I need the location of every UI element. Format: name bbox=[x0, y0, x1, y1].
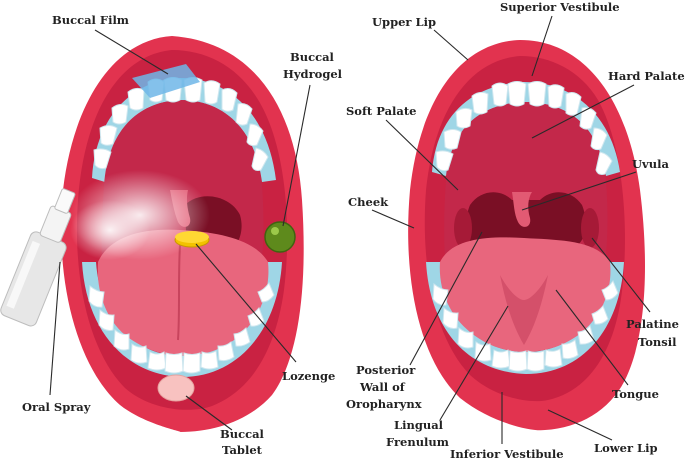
right-tonsil-right bbox=[581, 208, 599, 248]
label-posterior-wall-3: Oropharynx bbox=[346, 397, 422, 411]
right-upper-teeth bbox=[435, 81, 613, 175]
spray-mist-2 bbox=[70, 200, 150, 260]
label-posterior-wall-2: Wall of bbox=[359, 380, 406, 394]
left-mouth bbox=[0, 36, 304, 432]
leader-palatine-tonsil bbox=[591, 237, 651, 313]
leader-hard-palate bbox=[531, 84, 635, 139]
leader-buccal-film bbox=[94, 29, 169, 75]
label-palatine-tonsil-1: Palatine bbox=[626, 317, 679, 331]
label-lingual-frenulum-1: Lingual bbox=[394, 418, 444, 432]
right-tonsil-left bbox=[454, 208, 472, 248]
left-upper-teeth bbox=[93, 77, 269, 171]
left-lower-teeth bbox=[88, 281, 275, 374]
label-uvula: Uvula bbox=[632, 157, 669, 171]
buccal-tablet bbox=[157, 374, 195, 402]
leader-oral-spray bbox=[49, 261, 61, 396]
buccal-hydrogel-shine bbox=[271, 227, 279, 235]
leader-uvula bbox=[521, 171, 637, 211]
buccal-film bbox=[132, 64, 200, 98]
leader-posterior-wall bbox=[409, 231, 483, 366]
leader-buccal-hydrogel bbox=[282, 84, 311, 227]
right-frenulum bbox=[500, 275, 548, 345]
leader-lines bbox=[49, 15, 651, 444]
label-buccal-hydrogel-1: Buccal bbox=[290, 50, 335, 64]
label-palatine-tonsil-2: Tonsil bbox=[638, 335, 677, 349]
label-tongue: Tongue bbox=[612, 387, 659, 401]
lozenge-top bbox=[175, 231, 209, 243]
right-label-group: Upper Lip Superior Vestibule Hard Palate… bbox=[346, 0, 685, 461]
label-inferior-vestibule: Inferior Vestibule bbox=[450, 447, 564, 461]
leader-lower-lip bbox=[547, 409, 613, 441]
label-buccal-hydrogel-2: Hydrogel bbox=[283, 67, 343, 81]
label-lower-lip: Lower Lip bbox=[594, 441, 658, 455]
label-superior-vestibule: Superior Vestibule bbox=[500, 0, 620, 14]
leader-cheek bbox=[371, 209, 415, 229]
buccal-hydrogel bbox=[264, 221, 296, 253]
label-lozenge: Lozenge bbox=[282, 369, 335, 383]
label-buccal-tablet-1: Buccal bbox=[220, 427, 265, 441]
label-soft-palate: Soft Palate bbox=[346, 104, 416, 118]
leader-buccal-tablet bbox=[185, 395, 233, 431]
leader-soft-palate bbox=[385, 119, 459, 191]
right-mouth bbox=[408, 40, 645, 431]
label-buccal-film: Buccal Film bbox=[52, 13, 129, 27]
leader-superior-vestibule bbox=[531, 15, 553, 77]
oral-spray-bottle bbox=[0, 188, 76, 327]
label-posterior-wall-1: Posterior bbox=[356, 363, 416, 377]
label-upper-lip: Upper Lip bbox=[372, 15, 436, 29]
left-tongue bbox=[97, 229, 269, 356]
left-tongue-groove bbox=[177, 244, 181, 341]
leader-tongue bbox=[555, 289, 629, 386]
right-lower-teeth bbox=[432, 279, 619, 372]
leader-upper-lip bbox=[433, 29, 469, 61]
label-lingual-frenulum-2: Frenulum bbox=[386, 435, 449, 449]
label-hard-palate: Hard Palate bbox=[608, 69, 685, 83]
leader-lozenge bbox=[195, 243, 297, 363]
label-buccal-tablet-2: Tablet bbox=[222, 443, 263, 457]
right-tongue bbox=[439, 237, 611, 352]
label-cheek: Cheek bbox=[348, 195, 389, 209]
left-label-group: Buccal Film Buccal Hydrogel Lozenge Oral… bbox=[22, 13, 343, 457]
leader-lingual-frenulum bbox=[439, 305, 509, 421]
label-oral-spray: Oral Spray bbox=[22, 400, 91, 414]
